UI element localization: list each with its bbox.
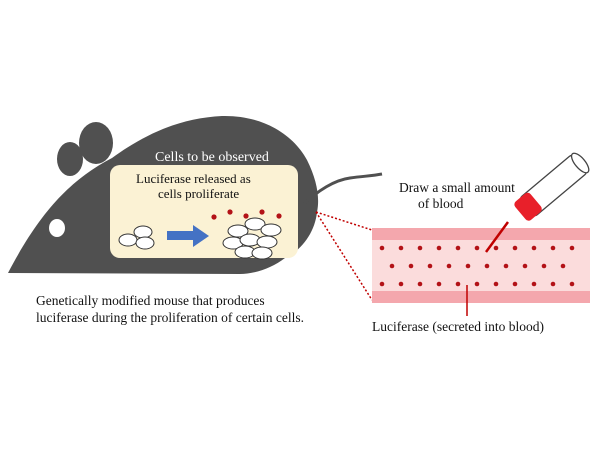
vessel-luciferase-dot [398, 245, 404, 251]
cell [251, 246, 273, 260]
vessel-luciferase-dot [512, 245, 518, 251]
vessel-luciferase-dot [531, 245, 537, 251]
vessel-luciferase-dot [569, 281, 575, 287]
cell-cluster-proliferated [222, 217, 282, 260]
vessel-luciferase-dot [541, 263, 547, 269]
vessel-luciferase-dot [474, 281, 480, 287]
mouse-tail [300, 172, 383, 208]
right-arrow-icon [167, 225, 209, 247]
cell-cluster-initial [118, 225, 155, 250]
vessel-luciferase-dot [512, 281, 518, 287]
mouse-caption-line2: luciferase during the proliferation of c… [36, 310, 305, 325]
vessel-luciferase-dot [389, 263, 395, 269]
cell [227, 224, 249, 238]
mouse-ear-back [57, 142, 83, 176]
vessel-luciferase-dot [474, 245, 480, 251]
vessel-luciferase-dot [455, 245, 461, 251]
mouse-caption-line1: Genetically modified mouse that produces [36, 293, 265, 308]
vessel-luciferase-dot [503, 263, 509, 269]
mouse-ear-front [79, 122, 113, 164]
luciferase-in-blood-label: Luciferase (secreted into blood) [372, 319, 545, 334]
vessel-luciferase-dot [408, 263, 414, 269]
released-luciferase-dots [211, 209, 282, 220]
draw-blood-label-line1: Draw a small amount [399, 180, 515, 195]
vessel-luciferase-dot [427, 263, 433, 269]
vessel-luciferase-dot [446, 263, 452, 269]
syringe-needle [484, 221, 510, 253]
cells-to-be-observed-label: Cells to be observed [155, 150, 269, 165]
vessel-luciferase-dot [465, 263, 471, 269]
cell [135, 236, 155, 250]
luciferase-dot [276, 213, 282, 219]
luciferase-dot [243, 213, 249, 219]
blood-vessel [372, 228, 590, 303]
vessel-luciferase-dot [493, 245, 499, 251]
luciferase-release-label-line2: cells proliferate [158, 186, 240, 201]
draw-blood-label-line2: of blood [418, 196, 464, 211]
vessel-luciferase-dot [550, 245, 556, 251]
luciferase-dot [227, 209, 233, 215]
vessel-luciferase-dots [379, 245, 575, 287]
vessel-inner [372, 240, 590, 291]
vessel-luciferase-dot [484, 263, 490, 269]
cell [118, 233, 138, 247]
vessel-luciferase-dot [436, 281, 442, 287]
zoom-lines [315, 211, 373, 301]
luciferase-dot [211, 214, 217, 220]
mouse-eye [49, 219, 65, 237]
vessel-luciferase-dot [379, 281, 385, 287]
luciferase-release-label-line1: Luciferase released as [136, 171, 251, 186]
vessel-luciferase-dot [493, 281, 499, 287]
vessel-luciferase-dot [531, 281, 537, 287]
vessel-luciferase-dot [436, 245, 442, 251]
vessel-luciferase-dot [417, 245, 423, 251]
luciferase-dot [259, 209, 265, 215]
vessel-luciferase-dot [379, 245, 385, 251]
cell [256, 235, 278, 249]
cell [133, 225, 153, 239]
syringe-plunger-end [570, 152, 590, 174]
vessel-luciferase-dot [522, 263, 528, 269]
vessel-luciferase-dot [398, 281, 404, 287]
syringe-icon [484, 152, 590, 253]
vessel-luciferase-dot [417, 281, 423, 287]
vessel-luciferase-dot [550, 281, 556, 287]
vessel-luciferase-dot [560, 263, 566, 269]
syringe-blood [514, 192, 542, 221]
vessel-luciferase-dot [455, 281, 461, 287]
vessel-luciferase-dot [569, 245, 575, 251]
cell [260, 223, 282, 237]
cell [244, 217, 266, 231]
